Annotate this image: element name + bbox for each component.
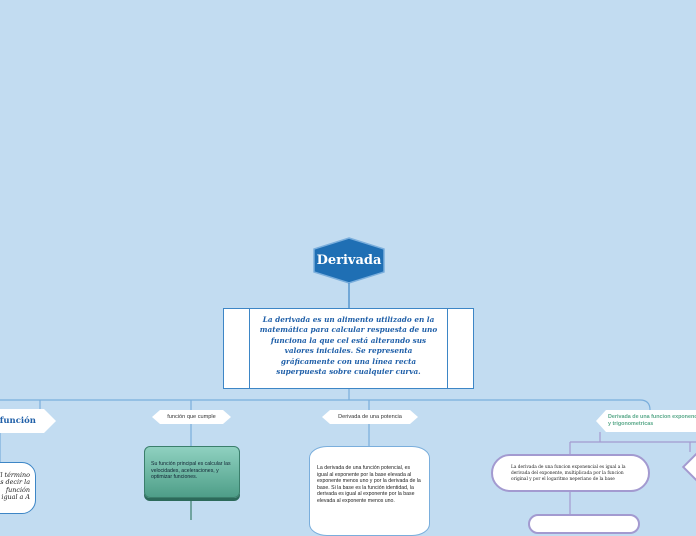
branch-tag-funcion[interactable]: a función: [0, 409, 56, 433]
potencia-body-text: La derivada de una función potencial, es…: [317, 465, 421, 504]
definition-box-divider-left: [249, 309, 250, 388]
branch-tag-potencia[interactable]: Derivada de una potencia: [322, 410, 418, 424]
cumple-body-box[interactable]: Su función principal es calcular las vel…: [144, 446, 240, 498]
root-node-label[interactable]: Derivada: [316, 252, 382, 268]
definition-box[interactable]: La derivada es un alimento utilizado en …: [223, 308, 474, 389]
funcion-body-box[interactable]: El término es decir la función igual a A: [0, 462, 36, 514]
exponencial-child-box[interactable]: [528, 514, 640, 534]
branch-tag-cumple[interactable]: función que cumple: [152, 410, 231, 424]
cumple-body-text: Su función principal es calcular las vel…: [151, 461, 231, 481]
potencia-body-box[interactable]: La derivada de una función potencial, es…: [309, 446, 430, 536]
definition-box-divider-right: [447, 309, 448, 388]
funcion-body-text: El término es decir la función igual a A: [0, 471, 30, 502]
branch-tag-exponencial[interactable]: Derivada de una funcion exponencial y tr…: [596, 410, 696, 432]
connector-lines: [0, 237, 696, 520]
exponencial-body-text: La derivada de una funcion exponencial e…: [511, 465, 626, 482]
exponencial-body-box[interactable]: La derivada de una funcion exponencial e…: [491, 454, 650, 492]
definition-text: La derivada es un alimento utilizado en …: [259, 315, 438, 377]
